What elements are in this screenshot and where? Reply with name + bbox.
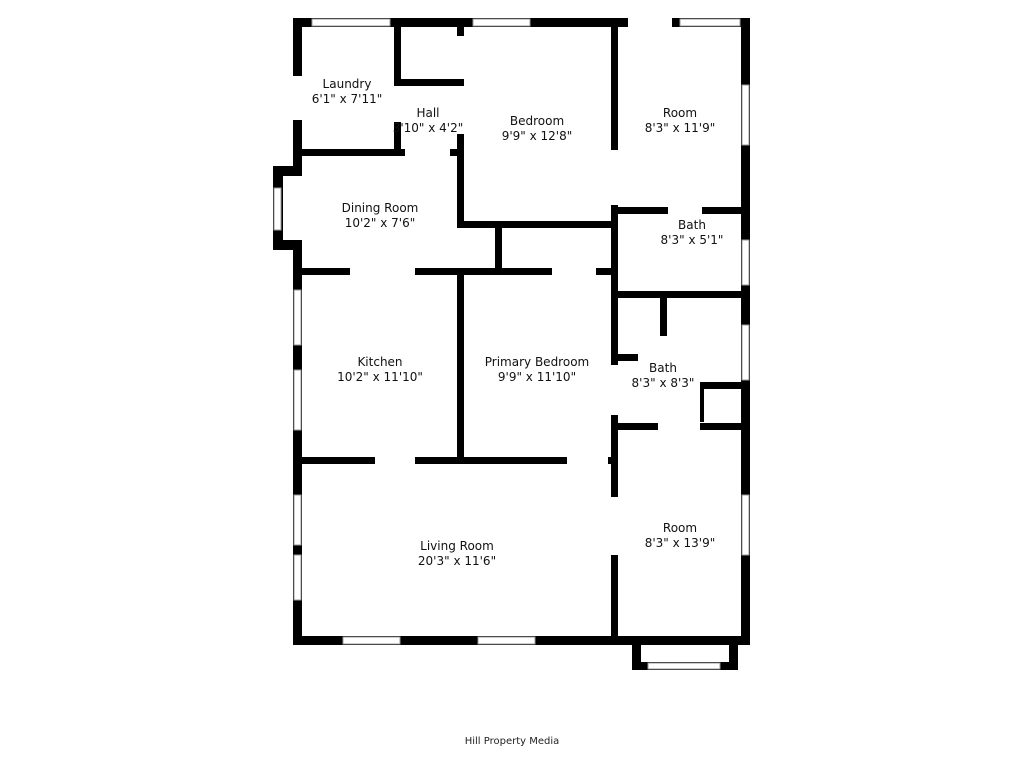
wall-hall-top	[394, 79, 464, 86]
wall-bath-top-a	[611, 207, 668, 214]
room-hall-size: 3'10" x 4'2"	[393, 121, 464, 135]
wall-kitchen-primary	[457, 268, 464, 464]
wall-living-top-a	[297, 457, 375, 464]
wall-right-col-b	[611, 415, 618, 497]
room-living-size: 20'3" x 11'6"	[418, 554, 496, 568]
room-laundry-name: Laundry	[323, 77, 372, 91]
room-bedroom-size: 9'9" x 12'8"	[502, 129, 573, 143]
wall-living-top-c	[608, 457, 618, 464]
window	[293, 494, 302, 546]
wall-bath-stub-h	[611, 354, 638, 361]
room-dining-name: Dining Room	[342, 201, 419, 215]
room-room-top-name: Room	[663, 106, 697, 120]
window	[293, 289, 302, 346]
room-bath-top-name: Bath	[678, 218, 706, 232]
window	[741, 324, 750, 381]
left-bay-inner	[283, 176, 302, 240]
room-kitchen-size: 10'2" x 11'10"	[337, 370, 423, 384]
room-room-top-size: 8'3" x 11'9"	[645, 121, 716, 135]
room-room-bottom-size: 8'3" x 13'9"	[645, 536, 716, 550]
window	[741, 84, 750, 146]
room-bath-top-size: 8'3" x 5'1"	[661, 233, 724, 247]
window	[273, 187, 282, 231]
room-dining-size: 10'2" x 7'6"	[345, 216, 416, 230]
window	[342, 636, 401, 645]
wall-living-top-b	[415, 457, 567, 464]
wall-dining-top-b	[450, 149, 464, 156]
room-primary-name: Primary Bedroom	[485, 355, 589, 369]
room-living-name: Living Room	[420, 539, 494, 553]
wall-left-upper	[293, 18, 302, 76]
room-primary-size: 9'9" x 11'10"	[498, 370, 576, 384]
window	[679, 18, 741, 27]
wall-closet-side	[700, 382, 704, 422]
wall-closet-top	[700, 382, 749, 389]
window	[647, 662, 721, 670]
wall-bath-top-b	[702, 207, 749, 214]
wall-laundry-hall	[394, 22, 401, 82]
room-laundry-size: 6'1" x 7'11"	[312, 92, 383, 106]
wall-kitchen-top-a	[297, 268, 350, 275]
wall-right-col-c	[611, 555, 618, 645]
wall-laundry-hall-lower	[394, 122, 401, 154]
wall-right-col-a	[611, 205, 618, 365]
window	[477, 636, 536, 645]
window	[741, 239, 750, 286]
wall-closet	[495, 221, 502, 273]
credit-watermark: Hill Property Media	[464, 736, 560, 747]
room-bath-mid-name: Bath	[649, 361, 677, 375]
wall-room-top-a	[611, 423, 658, 430]
wall-bedroom-left	[457, 134, 464, 228]
wall-bedroom-right	[611, 22, 618, 150]
room-room-bottom-name: Room	[663, 521, 697, 535]
wall-dining-top-a	[297, 149, 405, 156]
room-hall-name: Hall	[416, 106, 439, 120]
wall-bath-divider	[611, 291, 749, 298]
room-bedroom-name: Bedroom	[510, 114, 564, 128]
room-labels: Laundry 6'1" x 7'11" Hall 3'10" x 4'2" B…	[312, 77, 724, 568]
window	[293, 369, 302, 431]
window	[741, 494, 750, 556]
room-bath-mid-size: 8'3" x 8'3"	[632, 376, 695, 390]
window	[293, 554, 302, 601]
wall-bedroom-bottom	[457, 221, 618, 228]
wall-room-top-b	[700, 423, 749, 430]
bottom-bay-inner	[641, 645, 729, 662]
wall-bath-stub	[660, 291, 667, 336]
window	[311, 18, 391, 27]
windows	[273, 18, 750, 670]
wall-bedroom-left-top	[457, 22, 464, 36]
wall-kitchen-top-b	[415, 268, 552, 275]
wall-kitchen-top-c	[596, 268, 618, 275]
room-kitchen-name: Kitchen	[357, 355, 402, 369]
window	[472, 18, 531, 27]
